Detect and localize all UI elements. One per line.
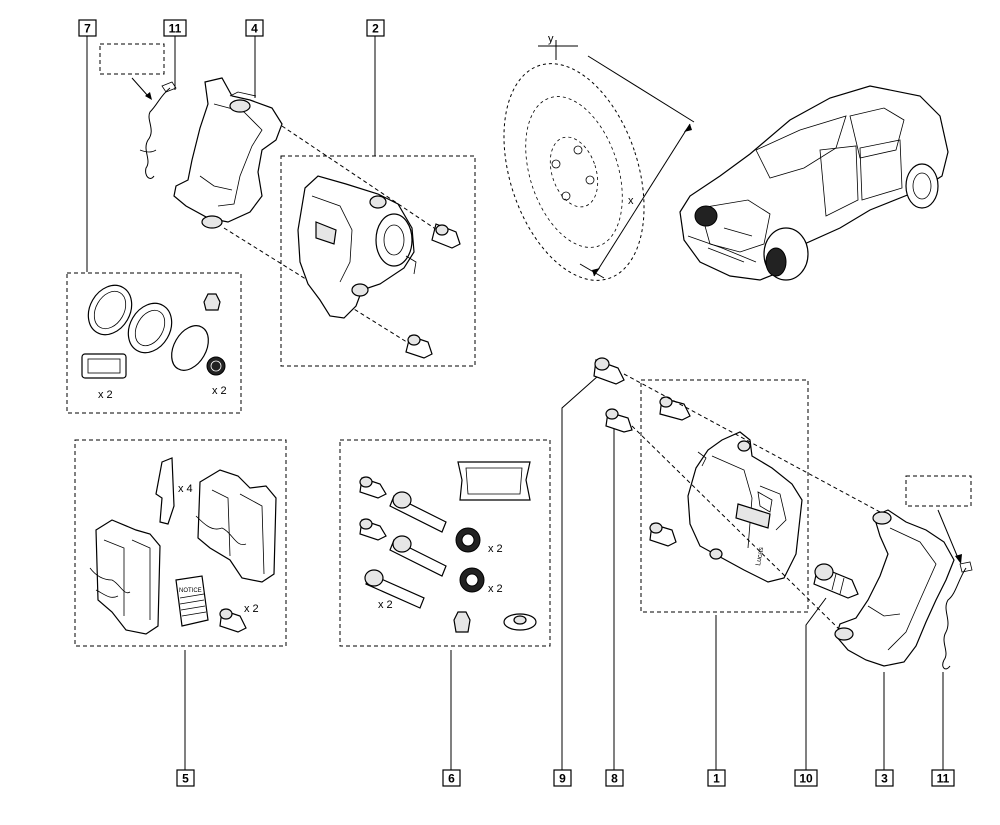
- caliper-bolt-lower: [405, 334, 433, 359]
- seal-kit: x 2 x 2: [66, 272, 242, 414]
- svg-text:5: 5: [182, 772, 189, 786]
- guide-boots-upper-qty: x 2: [488, 543, 503, 555]
- pads-clips-qty: x 4: [178, 483, 193, 495]
- guide-boot-2: [459, 567, 485, 593]
- callout-11-bottom: 11: [931, 769, 955, 787]
- callout-8: 8: [605, 769, 624, 787]
- bolt-9: [593, 357, 625, 385]
- callout-11-top: 11: [163, 19, 187, 37]
- caliper-carrier-lower: [834, 509, 955, 667]
- guide-pin-2: [389, 535, 447, 577]
- instruction-sheet-title: NOTICE: [179, 588, 202, 594]
- svg-text:11: 11: [937, 772, 950, 786]
- svg-text:8: 8: [611, 772, 618, 786]
- brake-caliper-top: [280, 155, 476, 367]
- rotor-axis-x: x: [628, 195, 634, 207]
- guide-pin-kit: x 2 x 2 x 2: [339, 439, 551, 647]
- guide-bolt-1: [359, 476, 387, 499]
- guide-bolt-2: [359, 518, 387, 541]
- seal-kit-boot: [206, 356, 226, 376]
- guide-pins-qty: x 2: [378, 599, 393, 611]
- svg-text:4: 4: [251, 22, 258, 36]
- svg-text:7: 7: [84, 22, 91, 36]
- guide-pin-3: [364, 569, 425, 609]
- seal-kit-seals-qty: x 2: [98, 389, 113, 401]
- rotor-axis-y: y: [548, 33, 554, 45]
- callout-5: 5: [176, 769, 195, 787]
- guide-pin-1: [389, 491, 447, 533]
- caliper-carrier-top: [173, 77, 283, 229]
- bolt-8: [605, 408, 633, 433]
- callout-1: 1: [707, 769, 726, 787]
- callout-9: 9: [553, 769, 572, 787]
- svg-text:9: 9: [559, 772, 566, 786]
- guide-boot-1: [455, 527, 481, 553]
- leader-lines: [86, 36, 944, 770]
- pads-bolts-qty: x 2: [244, 603, 259, 615]
- caliper-bolt-lower-upper: [659, 396, 691, 421]
- caliper-brand-text: Lucas: [755, 546, 765, 566]
- brake-pads-kit: x 4 NOTICE x 2: [74, 439, 287, 647]
- caliper-bolt-upper: [431, 223, 461, 249]
- wear-sensor-top: [99, 43, 177, 179]
- svg-text:1: 1: [713, 772, 720, 786]
- guide-boots-lower-qty: x 2: [488, 583, 503, 595]
- svg-text:6: 6: [448, 772, 455, 786]
- assembly-lines-top: [223, 125, 441, 345]
- callout-7: 7: [78, 19, 97, 37]
- seal-kit-boots-qty: x 2: [212, 385, 227, 397]
- callout-4: 4: [245, 19, 264, 37]
- wear-sensor-bottom: [905, 475, 973, 670]
- guide-bolt-10: [813, 563, 859, 599]
- instruction-sheet: NOTICE: [175, 575, 209, 627]
- svg-text:11: 11: [169, 22, 182, 36]
- brake-caliper-lower: Lucas: [640, 379, 809, 613]
- car-illustration: [679, 85, 949, 281]
- callout-3: 3: [875, 769, 894, 787]
- callout-2: 2: [366, 19, 385, 37]
- bolts-lower-right: [593, 357, 633, 433]
- caliper-bolt-lower-lower: [649, 522, 677, 547]
- callout-10: 10: [794, 769, 818, 787]
- callout-6: 6: [442, 769, 461, 787]
- svg-text:2: 2: [372, 22, 379, 36]
- svg-text:3: 3: [881, 772, 888, 786]
- svg-text:10: 10: [799, 772, 813, 786]
- brake-rotor: y x: [503, 33, 695, 281]
